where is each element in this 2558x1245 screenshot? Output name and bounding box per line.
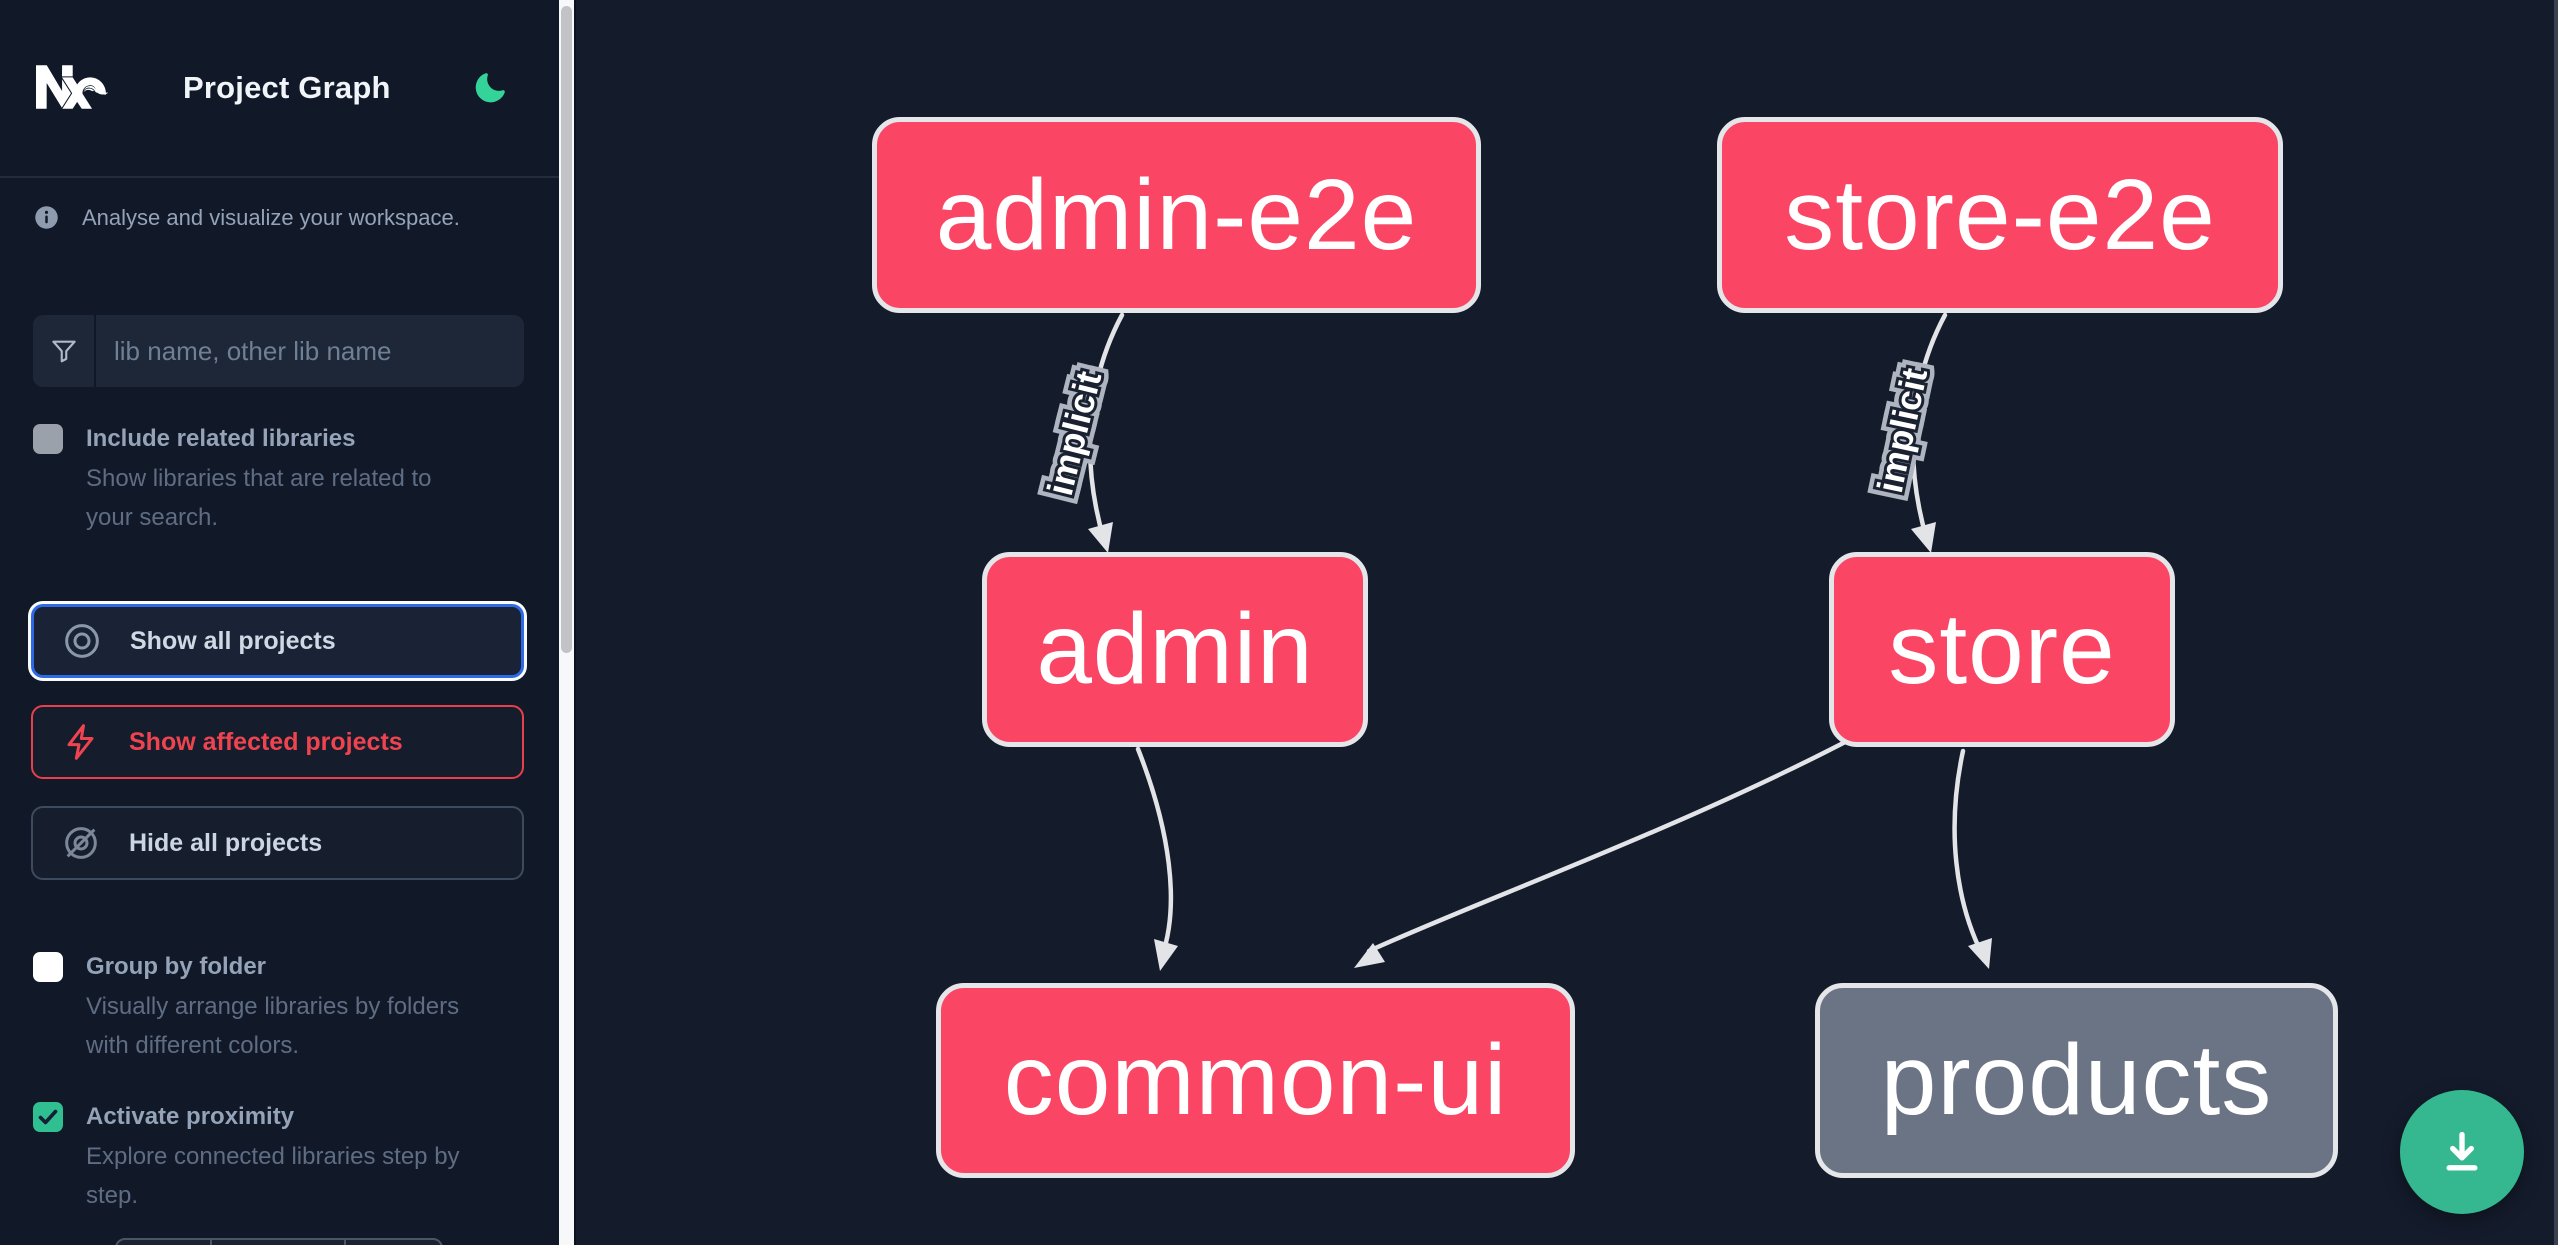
workspace-tagline-row: Analyse and visualize your workspace. [33,204,460,231]
sidebar-scrollbar-track[interactable] [559,0,574,1245]
page-title: Project Graph [183,70,391,105]
toggle-description: Explore connected libraries step by step… [86,1143,460,1209]
toggle-include-related-libraries: Include related libraries Show libraries… [33,421,503,537]
moon-icon [475,73,505,103]
graph-node-products[interactable]: products [1815,983,2338,1178]
graph-node-store[interactable]: store [1829,552,2175,747]
toggle-group-by-folder: Group by folder Visually arrange librari… [33,949,503,1065]
button-label: Show all projects [130,626,336,655]
stepper-increment[interactable] [346,1240,441,1245]
search-box [33,315,524,387]
stepper-decrement[interactable] [117,1240,212,1245]
header-divider [0,176,559,178]
edge-store-common-ui [1366,737,1852,954]
sidebar-graph-divider [574,0,576,1245]
sidebar: Project Graph Analyse and visualize your… [0,0,559,1245]
arrowhead [1968,938,1992,969]
toggle-activate-proximity: Activate proximity Explore connected lib… [33,1099,503,1215]
hide-all-projects-button[interactable]: Hide all projects [31,806,524,880]
toggle-description: Visually arrange libraries by folders wi… [86,993,460,1059]
download-icon [2446,1131,2478,1171]
button-label: Hide all projects [129,828,323,857]
info-icon [35,206,58,229]
svg-text:implicit: implicit [1039,367,1109,499]
checkbox-activate-proximity[interactable] [33,1102,63,1132]
graph-node-common-ui[interactable]: common-ui [936,983,1575,1178]
button-label: Show affected projects [129,727,403,756]
toggle-description: Show libraries that are related to your … [86,465,432,531]
edge-store-e2e-store [1910,312,1948,543]
proximity-depth-stepper[interactable] [115,1238,443,1245]
search-input[interactable] [96,315,524,387]
stepper-value [212,1240,346,1245]
arrowhead [1088,522,1113,553]
show-affected-projects-button[interactable]: Show affected projects [31,705,524,779]
check-icon [38,1109,58,1125]
funnel-icon [33,315,96,387]
nx-logo [36,65,109,109]
eye-off-icon [65,827,97,859]
arrowhead [1911,522,1936,553]
project-graph-canvas[interactable]: implicit implicit implicit implicit admi… [576,0,2558,1245]
arrowhead [1154,939,1178,971]
download-image-button[interactable] [2400,1090,2524,1214]
toggle-label[interactable]: Group by folder [86,953,266,980]
checkbox-include-related[interactable] [33,424,63,454]
theme-toggle-button[interactable] [470,70,508,108]
arrowhead [1354,943,1385,968]
bolt-icon [67,724,94,760]
graph-node-admin-e2e[interactable]: admin-e2e [872,117,1481,313]
eye-icon [65,624,99,658]
graph-node-admin[interactable]: admin [982,552,1368,747]
edge-admin-e2e-admin [1087,312,1125,543]
graph-edges: implicit implicit implicit implicit [1031,312,1992,971]
checkbox-group-by-folder[interactable] [33,952,63,982]
toggle-label[interactable]: Include related libraries [86,425,356,452]
svg-text:implicit: implicit [1869,364,1935,496]
toggle-label[interactable]: Activate proximity [86,1103,295,1130]
graph-node-store-e2e[interactable]: store-e2e [1717,117,2283,313]
graph-scrollbar-track[interactable] [2554,0,2558,1245]
sidebar-scrollbar-thumb[interactable] [561,6,572,653]
edge-admin-common-ui [1135,746,1174,959]
workspace-tagline: Analyse and visualize your workspace. [82,204,460,230]
edge-store-products [1952,748,1985,957]
show-all-projects-button[interactable]: Show all projects [31,604,524,678]
